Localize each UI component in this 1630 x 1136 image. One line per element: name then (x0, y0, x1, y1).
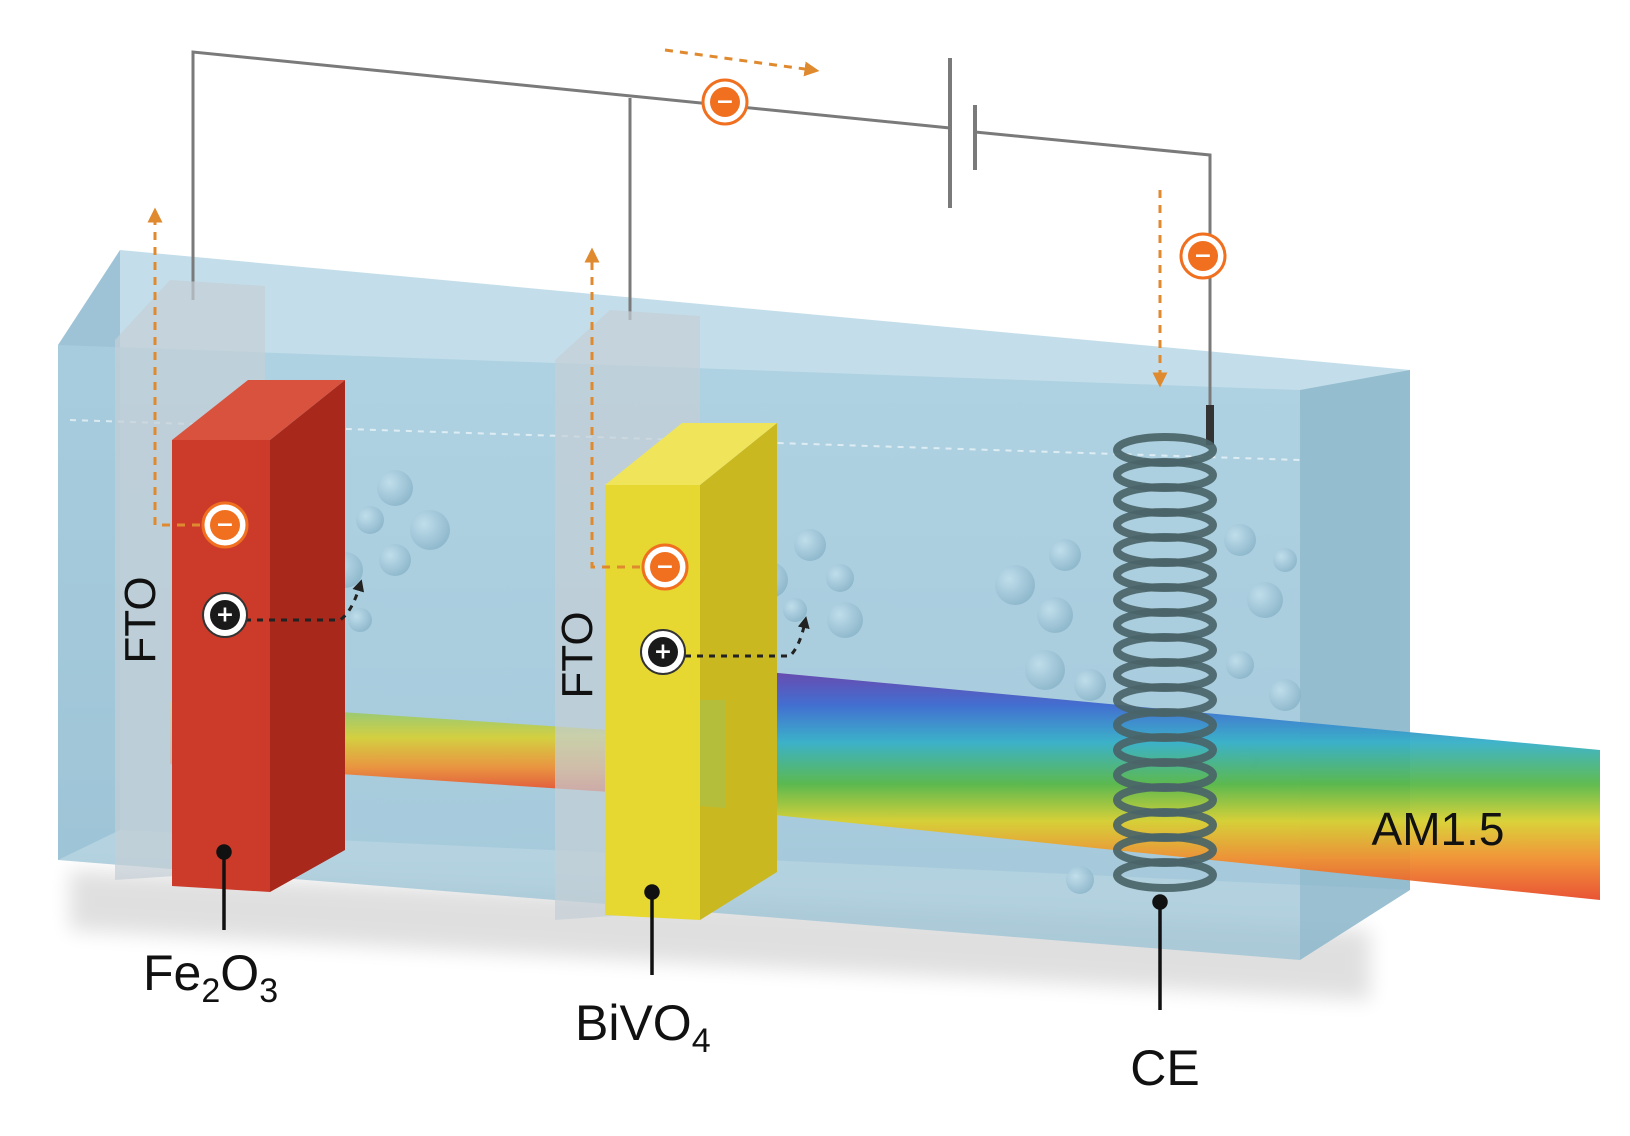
wire-ce (974, 130, 1212, 410)
electron-symbol: − (656, 555, 674, 580)
fe2o3-top-face (172, 380, 345, 440)
fe2o3-label: Fe2O3 (143, 945, 278, 1010)
counter-electrode-coil (1113, 405, 1217, 892)
electron-flow-arrows (147, 48, 1168, 569)
label-leaders (216, 844, 1168, 1010)
bivo4-label-sub: 4 (692, 1022, 711, 1060)
tank-shadow (70, 870, 1370, 1000)
gas-bubble (995, 565, 1035, 605)
gas-bubble (1049, 539, 1081, 571)
ce-label: CE (1130, 1040, 1199, 1096)
bivo4-top-face (605, 423, 777, 485)
hole-symbol: + (654, 640, 672, 665)
gas-bubble (1269, 679, 1301, 711)
bivo4-front-face (605, 485, 700, 920)
gas-bubble (794, 529, 826, 561)
electron-wire-ce: − (1179, 232, 1227, 280)
charge-carriers: − + − + − − (201, 78, 1227, 675)
arrow-top-right (664, 48, 820, 77)
gas-bubble (783, 598, 807, 622)
gas-bubble (1074, 669, 1106, 701)
fe2o3-label-sub1: 2 (201, 972, 220, 1010)
arrow-bivo4-up (584, 247, 655, 569)
fto-right-label: FTO (553, 611, 602, 698)
fe2o3-label-sub2: 3 (259, 972, 278, 1010)
arrow-fe2o3-up (147, 207, 215, 527)
light-beam-mid (280, 708, 610, 792)
gas-bubbles (327, 470, 1301, 894)
gas-bubble (1224, 524, 1256, 556)
external-circuit (191, 50, 1212, 410)
gas-bubble (1025, 650, 1065, 690)
hole-transfer-arrows (245, 579, 810, 658)
electron-symbol: − (716, 90, 734, 115)
electron-fe2o3: − (201, 501, 249, 549)
gas-bubble (1226, 651, 1254, 679)
bivo4-label: BiVO4 (575, 995, 711, 1060)
gas-bubble (1273, 548, 1297, 572)
fto-left-label: FTO (116, 576, 165, 663)
gas-bubble (1247, 582, 1283, 618)
arrow-bivo4-hole (685, 616, 810, 658)
fe2o3-electrode (172, 380, 345, 892)
hole-symbol: + (216, 603, 234, 628)
ce-leader-dot (1152, 894, 1168, 910)
gas-bubble (356, 506, 384, 534)
fe2o3-side-face (270, 380, 345, 892)
bivo4-side-face (700, 423, 777, 920)
electron-wire-top: − (701, 78, 749, 126)
gas-bubble (1066, 866, 1094, 894)
gas-bubble (1037, 597, 1073, 633)
gas-bubble (410, 510, 450, 550)
wire-fe2o3 (191, 50, 951, 300)
bivo4-electrode (605, 423, 777, 920)
gas-bubble (826, 564, 854, 592)
electron-bivo4: − (641, 543, 689, 591)
bivo4-leader-dot (644, 884, 660, 900)
arrow-fe2o3-hole (245, 579, 365, 622)
electron-symbol: − (1194, 244, 1212, 269)
gas-bubble (348, 608, 372, 632)
fe2o3-label-o: O (220, 945, 259, 1001)
gas-bubble (827, 602, 863, 638)
light-beam-through-bivo4 (700, 700, 725, 808)
fe2o3-front-face (172, 440, 270, 892)
electron-symbol: − (216, 513, 234, 538)
fe2o3-label-fe: Fe (143, 945, 201, 1001)
gas-bubble (379, 544, 411, 576)
hole-bivo4: + (640, 629, 686, 675)
hole-fe2o3: + (202, 592, 248, 638)
fe2o3-leader-dot (216, 844, 232, 860)
am15-label: AM1.5 (1372, 803, 1505, 855)
gas-bubble (377, 470, 413, 506)
bivo4-label-main: BiVO (575, 995, 692, 1051)
coil-turn (1113, 858, 1217, 892)
